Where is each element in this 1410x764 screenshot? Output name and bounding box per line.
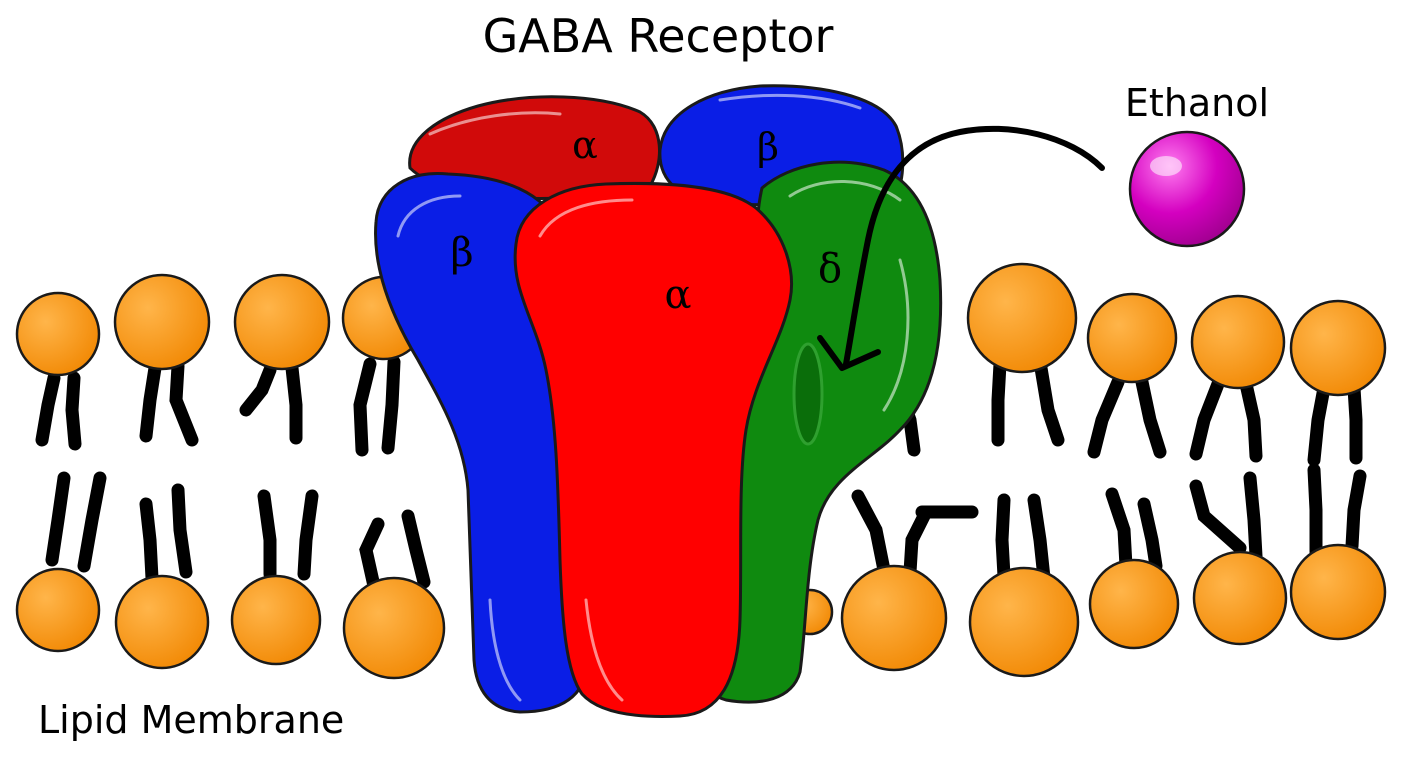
lipid-head (342, 576, 446, 680)
lipid-tail (1135, 375, 1167, 459)
diagram-title: GABA Receptor (483, 9, 834, 63)
lipid-tail (77, 471, 107, 573)
lipid-tail (1087, 375, 1125, 459)
lipid-head (15, 291, 101, 377)
lipid-tail (359, 517, 385, 593)
subunit-label-front-alpha: α (664, 272, 691, 318)
subunit-label-back-alpha: α (572, 123, 598, 167)
lipid-head (840, 564, 948, 672)
subunit-alpha-front (513, 181, 793, 718)
ethanol-label: Ethanol (1125, 81, 1269, 125)
lipid-tail (991, 357, 1007, 447)
lipid-tail (1033, 355, 1065, 447)
lipid-tail (65, 371, 82, 451)
lipid-head (1088, 558, 1180, 650)
lipid-tail (1347, 381, 1363, 465)
subunit-highlight (882, 258, 910, 412)
lipid-tail (1243, 471, 1263, 563)
ethanol-molecule (1128, 130, 1246, 248)
lipid-tail (171, 483, 193, 579)
lipid-tail (1027, 493, 1051, 585)
arrow-head (817, 335, 881, 371)
subunit-label-back-beta: β (757, 125, 779, 169)
lipid-head (233, 273, 331, 371)
lipid-tail (257, 489, 277, 581)
subunit-highlight (428, 111, 562, 136)
subunit-highlight (584, 598, 624, 702)
lipid-heads (15, 262, 1387, 680)
subunit-highlight (718, 93, 862, 110)
lipid-head (968, 566, 1080, 678)
lipid-head (1289, 299, 1387, 397)
lipid-head (15, 567, 101, 653)
lipid-tail (139, 497, 159, 585)
lipid-tail (401, 509, 431, 589)
gaba-receptor (374, 84, 943, 718)
lipid-tail (1137, 497, 1163, 573)
lipid-head (1190, 294, 1286, 390)
lipid-tail (35, 371, 61, 447)
lipid-tail (1189, 479, 1247, 555)
ethanol-highlight (1150, 156, 1182, 176)
subunit-highlight (788, 180, 902, 202)
lipid-tail (1189, 377, 1225, 461)
lipid-head (230, 574, 322, 666)
membrane-label: Lipid Membrane (38, 698, 344, 742)
subunit-label-left-beta: β (450, 230, 473, 276)
lipid-head (966, 262, 1078, 374)
subunit-label-delta: δ (818, 246, 842, 292)
lipid-head (114, 574, 210, 670)
lipid-tail (903, 505, 933, 579)
lipid-tail (139, 361, 162, 443)
lipid-tail (995, 493, 1011, 583)
lipid-tail (851, 489, 891, 577)
subunit-highlight (538, 198, 634, 238)
lipid-head (1289, 543, 1387, 641)
lipid-tail (169, 359, 199, 447)
lipid-tail (381, 355, 401, 455)
lipid-tail (297, 489, 319, 581)
lipid-tail (1105, 487, 1133, 573)
lipid-tail (1307, 463, 1323, 559)
lipid-head (1192, 550, 1288, 646)
lipid-tail (1307, 381, 1331, 467)
lipid-tail (285, 361, 303, 445)
lipid-head (1086, 292, 1178, 384)
lipid-tail (239, 363, 277, 417)
ethanol-binding-pocket (792, 342, 824, 446)
subunit-highlight (488, 598, 522, 702)
lipid-tail (1239, 377, 1263, 463)
lipid-tail (45, 471, 71, 567)
binding-arrow (843, 125, 1105, 367)
subunit-highlight (396, 194, 462, 238)
lipid-tail (1345, 469, 1367, 553)
lipid-tails (35, 355, 1367, 593)
lipid-tail (353, 357, 377, 457)
lipid-head (113, 273, 211, 371)
